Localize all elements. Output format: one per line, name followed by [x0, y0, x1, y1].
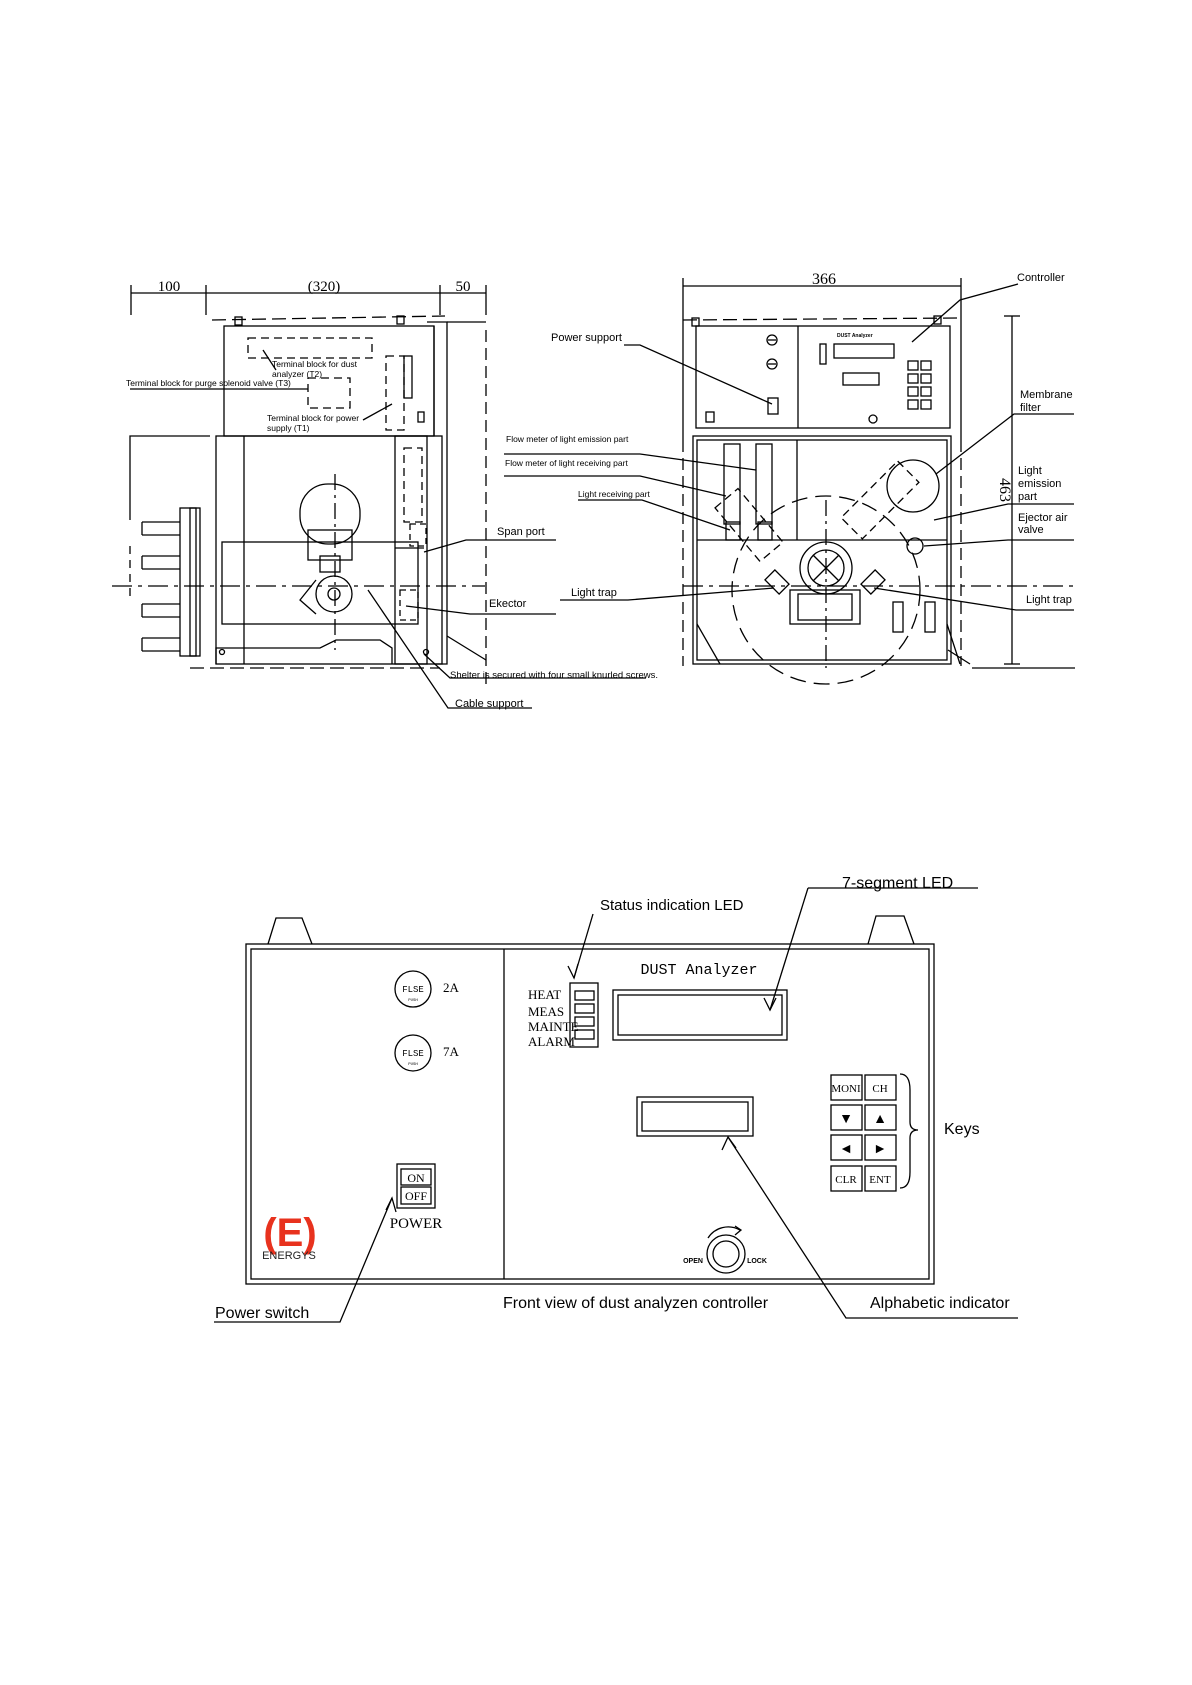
led-label-alarm: ALARM: [528, 1034, 575, 1049]
energys-logo: (E) ENERGYS: [262, 1211, 317, 1262]
switch-on[interactable]: ON: [407, 1171, 425, 1185]
fuse-2a-icon[interactable]: [394, 970, 432, 1008]
callout-seven-segment: 7-segment LED: [842, 875, 953, 892]
led-label-heat: HEAT: [528, 987, 561, 1002]
logo-name: ENERGYS: [262, 1250, 316, 1262]
key-right[interactable]: ►: [873, 1140, 887, 1156]
key-clr[interactable]: CLR: [835, 1174, 857, 1186]
callout-power-switch: Power switch: [215, 1305, 309, 1322]
label-terminal-t1-line1: Terminal block for power: [267, 413, 359, 423]
logo-mark: (E): [263, 1211, 316, 1255]
dim-width: 366: [812, 271, 836, 288]
label-ejector: Ekector: [489, 598, 527, 610]
key-down[interactable]: ▼: [839, 1110, 853, 1126]
panel-caption: Front view of dust analyzen controller: [503, 1295, 769, 1312]
label-emission-line3: part: [1018, 491, 1037, 503]
label-ejector-valve-line1: Ejector air: [1018, 512, 1068, 524]
fuse-7a-text: FLSE: [402, 1049, 424, 1059]
fuse-2a-rating: 2A: [443, 980, 460, 995]
label-cable-support: Cable support: [455, 698, 524, 710]
front-view: [504, 278, 1075, 685]
lock-open-label: OPEN: [683, 1258, 703, 1265]
label-emission-line1: Light: [1018, 465, 1042, 477]
panel-title: DUST Analyzer: [640, 962, 757, 979]
key-ent[interactable]: ENT: [869, 1174, 891, 1186]
label-light-trap-right: Light trap: [1026, 594, 1072, 606]
side-view: [112, 285, 646, 709]
seven-segment-display: [612, 989, 788, 1041]
label-terminal-t3: Terminal block for purge solenoid valve …: [126, 378, 291, 388]
fuse-2a-text: FLSE: [402, 985, 424, 995]
dim-left: 100: [158, 279, 181, 295]
label-controller: Controller: [1017, 272, 1065, 284]
label-flow-meter-receiving: Flow meter of light receiving part: [505, 458, 628, 468]
label-membrane-line1: Membrane: [1020, 389, 1073, 401]
label-terminal-t2-line1: Terminal block for dust: [272, 359, 358, 369]
label-span-port: Span port: [497, 526, 545, 538]
lock-knob-icon[interactable]: [706, 1234, 746, 1274]
label-flow-meter-emission: Flow meter of light emission part: [506, 434, 629, 444]
key-up[interactable]: ▲: [873, 1110, 887, 1126]
label-power-support: Power support: [551, 332, 622, 344]
callout-status-led: Status indication LED: [600, 897, 744, 914]
led-label-mainte: MAINTE: [528, 1019, 579, 1034]
label-emission-line2: emission: [1018, 478, 1061, 490]
dim-height: 463: [996, 478, 1013, 502]
key-left[interactable]: ◄: [839, 1140, 853, 1156]
switch-off[interactable]: OFF: [405, 1189, 427, 1203]
callout-keys: Keys: [944, 1121, 980, 1138]
led-label-meas: MEAS: [528, 1004, 564, 1019]
label-terminal-t2-line2: analyzer (T2): [272, 369, 322, 379]
fuse-7a-rating: 7A: [443, 1044, 460, 1059]
dim-right: 50: [456, 279, 471, 295]
label-light-receiving-part: Light receiving part: [578, 489, 650, 499]
key-moni[interactable]: MONI: [831, 1083, 861, 1095]
key-ch[interactable]: CH: [872, 1083, 887, 1095]
label-terminal-t1-line2: supply (T1): [267, 423, 310, 433]
fuse-7a-sub: PUSH: [408, 1063, 418, 1067]
label-shelter-note: Shelter is secured with four small knurl…: [450, 670, 658, 681]
power-label: POWER: [390, 1216, 443, 1232]
label-membrane-line2: filter: [1020, 402, 1041, 414]
mini-panel-title: DUST Analyzer: [837, 333, 873, 339]
fuse-7a-icon[interactable]: [394, 1034, 432, 1072]
label-ejector-valve-line2: valve: [1018, 524, 1044, 536]
dim-depth: (320): [308, 279, 341, 295]
front-panel: [214, 887, 1018, 1323]
fuse-2a-sub: PUSH: [408, 999, 418, 1003]
lock-lock-label: LOCK: [747, 1258, 767, 1265]
alphabetic-indicator: [636, 1096, 754, 1137]
callout-alphabetic-indicator: Alphabetic indicator: [870, 1295, 1010, 1312]
label-light-trap-left: Light trap: [571, 587, 617, 599]
